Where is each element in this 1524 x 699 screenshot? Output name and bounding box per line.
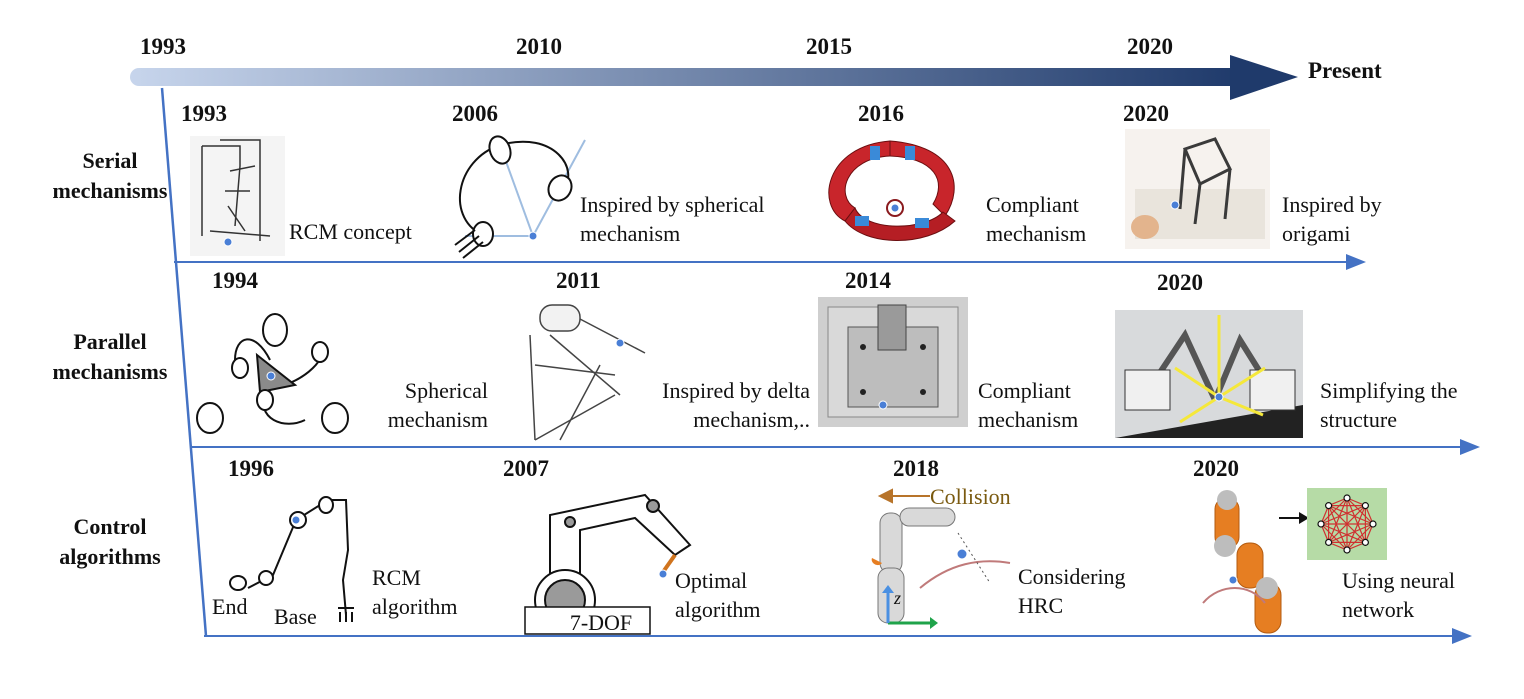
present-label: Present	[1308, 58, 1382, 83]
item-year: 1994	[212, 268, 258, 293]
item-year: 2007	[503, 456, 549, 481]
top-year-2010: 2010	[516, 34, 562, 59]
z-axis-label: z	[894, 588, 902, 608]
dof-label: 7-DOF	[569, 610, 633, 635]
item-year: 2014	[845, 268, 891, 293]
spherical-parallel-illustration	[196, 313, 349, 434]
rcm-algorithm-illustration	[229, 496, 354, 622]
top-year-2015: 2015	[806, 34, 852, 59]
compliant-parallel-illustration	[818, 297, 968, 427]
item-year: 2016	[858, 101, 904, 126]
seven-dof-illustration	[524, 493, 692, 635]
top-year-2020: 2020	[1127, 34, 1173, 59]
item-year: 2018	[893, 456, 939, 481]
hrc-illustration	[871, 488, 1011, 629]
item-year: 2006	[452, 101, 498, 126]
top-year-1993: 1993	[140, 34, 186, 59]
spherical-serial-illustration	[454, 135, 586, 259]
end-label: End	[212, 594, 248, 619]
delta-illustration	[529, 304, 646, 441]
caption: RCM concept	[289, 219, 412, 244]
rcm-concept-illustration	[190, 136, 285, 256]
collision-label: Collision	[930, 484, 1011, 509]
compliant-red-illustration	[828, 140, 956, 241]
item-year: 2011	[556, 268, 601, 293]
origami-illustration	[1125, 129, 1270, 249]
item-year: 2020	[1123, 101, 1169, 126]
base-label: Base	[274, 604, 317, 629]
item-year: 2020	[1193, 456, 1239, 481]
item-year: 2020	[1157, 270, 1203, 295]
neural-network-illustration	[1202, 488, 1387, 634]
item-year: 1996	[228, 456, 274, 481]
simplified-structure-illustration	[1115, 310, 1303, 438]
item-year: 1993	[181, 101, 227, 126]
